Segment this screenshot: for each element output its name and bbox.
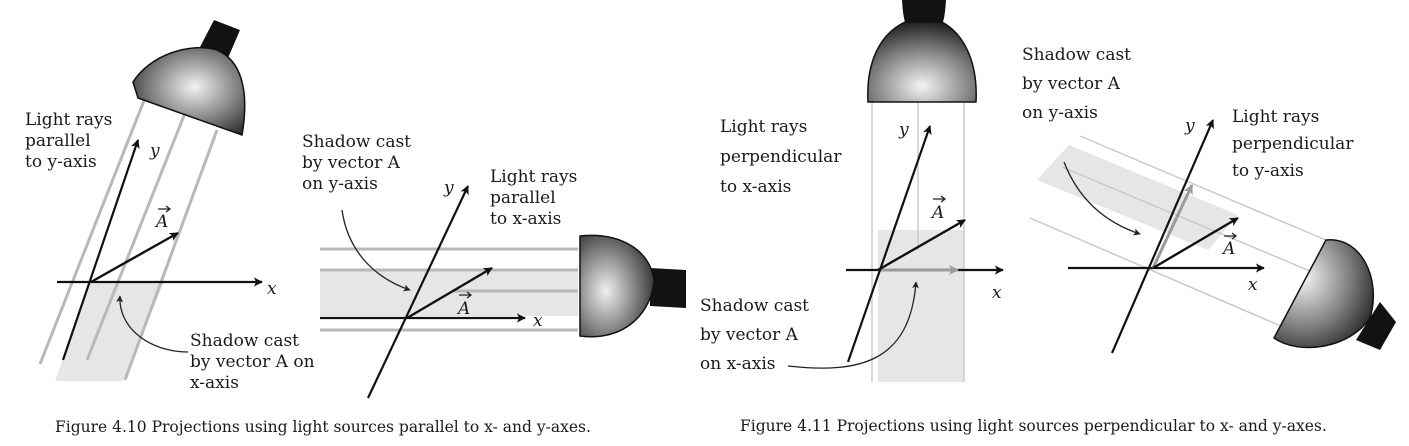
y-projection — [1151, 184, 1194, 269]
vector-label: A — [456, 299, 470, 319]
y-axis — [61, 139, 140, 361]
vector-arrow-accent — [459, 291, 473, 299]
figure-4-11-caption: Figure 4.11 Projections using light sour… — [740, 417, 1327, 435]
shadow-label: Shadow cast by vector A on x-axis — [190, 331, 320, 393]
light-rays-label: Light rays perpendicular to x-axis — [720, 117, 847, 197]
light-ray — [1079, 135, 1341, 247]
y-axis — [367, 185, 469, 399]
shadow-region — [878, 230, 964, 382]
light-ray — [1061, 166, 1311, 272]
lamp-icon — [867, 0, 977, 103]
lamp-icon — [132, 20, 246, 137]
lamp-icon — [1273, 239, 1396, 350]
x-axis-label: x — [1248, 275, 1258, 295]
x-axis-label: x — [992, 283, 1002, 303]
shadow-label: Shadow cast by vector A on y-axis — [302, 132, 416, 194]
vector-label: A — [1221, 239, 1235, 259]
pointer-curve — [341, 209, 411, 292]
shadow-label: Shadow cast by vector A on x-axis — [700, 296, 814, 374]
vector-arrow-accent — [933, 195, 947, 203]
vector-a — [406, 266, 493, 320]
pointer-curve — [116, 295, 189, 353]
y-axis — [1110, 119, 1215, 354]
x-axis-label: x — [267, 279, 277, 299]
light-rays-label: Light rays perpendicular to y-axis — [1232, 107, 1359, 181]
x-axis-label: x — [533, 311, 543, 331]
figure-4-10-caption: Figure 4.10 Projections using light sour… — [55, 418, 591, 436]
lamp-icon — [579, 234, 686, 338]
vector-a — [877, 218, 966, 272]
pointer-curve — [1063, 161, 1141, 236]
vector-arrow-accent — [158, 205, 172, 213]
vector-label: A — [154, 212, 168, 232]
vector-a — [1152, 216, 1239, 270]
y-axis-label: y — [443, 178, 454, 198]
fig411-panel-a: x y A Light rays perpendicular to x-axis… — [700, 0, 1004, 382]
shadow-label: Shadow cast by vector A on y-axis — [1022, 45, 1136, 123]
shadow-region — [55, 282, 164, 381]
fig410-panel-a: x y A Light rays parallel to y-axis Shad… — [25, 20, 320, 393]
vector-label: A — [930, 203, 944, 223]
light-rays-label: Light rays parallel to y-axis — [25, 110, 118, 172]
shadow-region — [1037, 145, 1238, 250]
y-axis — [846, 125, 932, 363]
vector-arrow-accent — [1224, 232, 1238, 240]
pointer-curve — [787, 281, 920, 369]
light-ray — [38, 92, 149, 365]
light-ray — [1029, 217, 1291, 331]
fig411-panel-b: x y A Shadow cast by vector A on y-axis … — [1022, 45, 1396, 354]
y-axis-label: y — [898, 120, 909, 140]
vector-a — [90, 231, 179, 284]
light-ray — [85, 107, 189, 361]
y-axis-label: y — [1184, 116, 1195, 136]
light-rays-label: Light rays parallel to x-axis — [490, 167, 583, 229]
fig410-panel-b: x y A Shadow cast by vector A on y-axis … — [302, 132, 686, 399]
light-ray — [123, 129, 219, 381]
y-axis-label: y — [149, 141, 160, 161]
